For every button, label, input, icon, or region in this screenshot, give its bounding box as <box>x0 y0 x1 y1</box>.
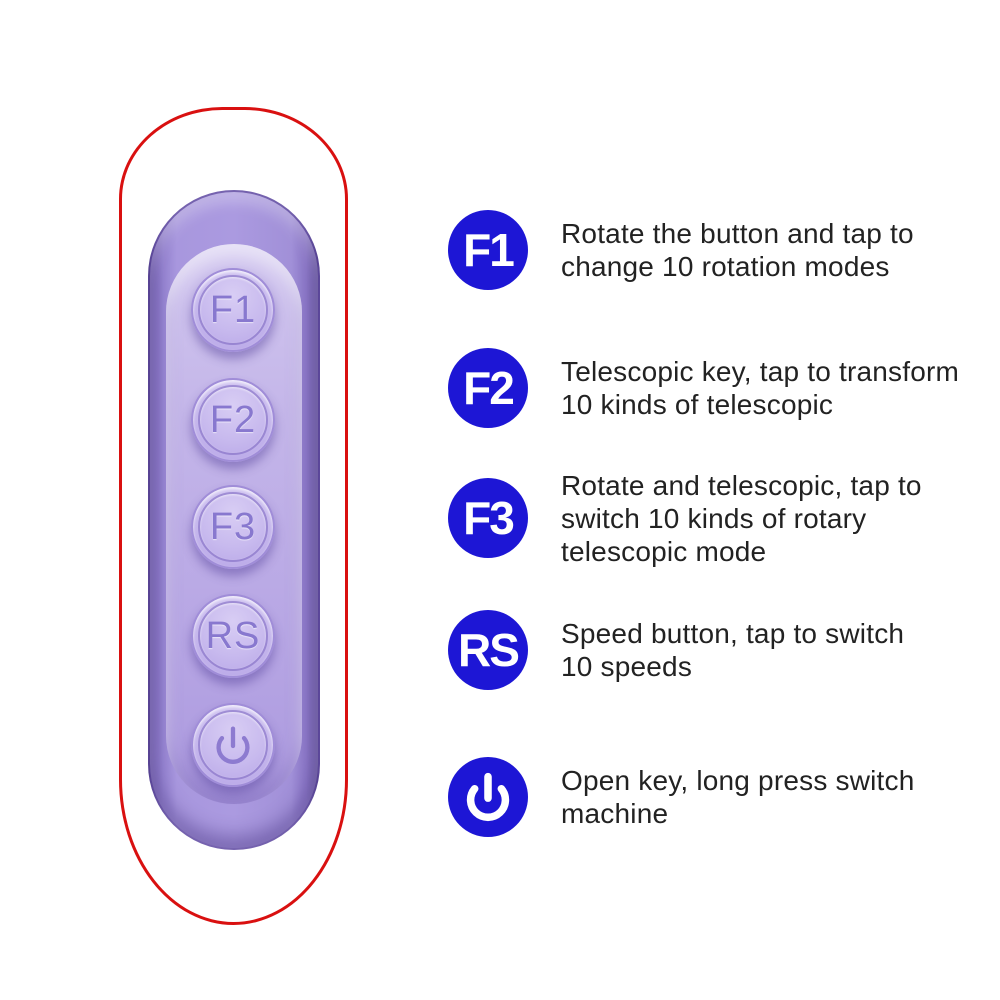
remote-button-f3: F3 <box>191 485 275 569</box>
badge-rs-label: RS <box>458 624 520 676</box>
legend-row-f1: F1 Rotate the button and tap to change 1… <box>448 202 914 298</box>
badge-f3-label: F3 <box>463 492 515 544</box>
remote-button-rs-label: RS <box>205 614 261 657</box>
legend-row-rs: RS Speed button, tap to switch 10 speeds <box>448 602 904 698</box>
legend-f2-description: Telescopic key, tap to transform 10 kind… <box>561 356 960 420</box>
remote-button-f1: F1 <box>191 268 275 352</box>
badge-f1: F1 <box>448 210 528 290</box>
legend-row-f2: F2 Telescopic key, tap to transform 10 k… <box>448 340 959 436</box>
legend-f3-description: Rotate and telescopic, tap to switch 10 … <box>561 469 922 567</box>
power-icon <box>466 772 510 821</box>
legend-row-power: Open key, long press switch machine <box>448 749 915 845</box>
badge-f2-label: F2 <box>463 362 515 414</box>
power-icon <box>216 726 250 764</box>
badge-f2: F2 <box>448 348 528 428</box>
badge-power <box>448 757 528 837</box>
remote-button-f1-label: F1 <box>209 288 257 331</box>
badge-rs: RS <box>448 610 528 690</box>
remote-button-f2-label: F2 <box>209 398 257 441</box>
badge-f1-label: F1 <box>463 224 515 276</box>
badge-f3: F3 <box>448 478 528 558</box>
legend-power-description: Open key, long press switch machine <box>561 765 915 829</box>
remote-button-f2: F2 <box>191 378 275 462</box>
remote-outline-callout <box>119 107 348 925</box>
legend-f1-description: Rotate the button and tap to change 10 r… <box>561 218 914 282</box>
legend-row-f3: F3 Rotate and telescopic, tap to switch … <box>448 469 922 567</box>
remote-button-f3-label: F3 <box>209 505 257 548</box>
remote-button-rs: RS <box>191 594 275 678</box>
legend-rs-description: Speed button, tap to switch 10 speeds <box>561 618 905 682</box>
remote-button-power <box>191 703 275 787</box>
